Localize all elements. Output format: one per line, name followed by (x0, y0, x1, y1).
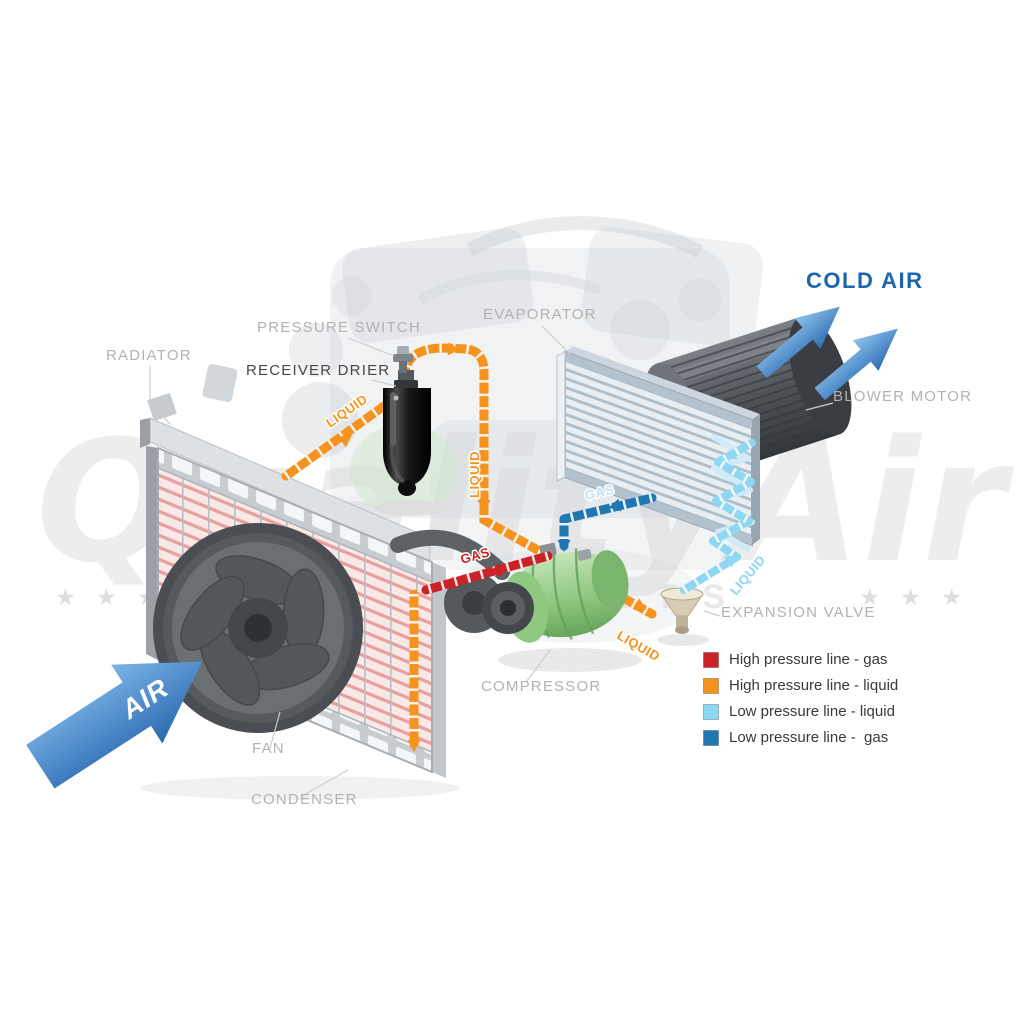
line-low-pressure-gas (559, 493, 657, 551)
receiver-drier-graphic (350, 370, 458, 516)
legend-label-lp-gas: Low pressure line - gas (729, 729, 889, 746)
legend-label-lp-liquid: Low pressure line - liquid (729, 703, 895, 720)
label-evaporator: EVAPORATOR (483, 306, 597, 323)
legend-swatch-lp-gas (703, 729, 719, 746)
label-receiver-drier: RECEIVER DRIER (246, 362, 391, 379)
evaporator-graphic (556, 346, 760, 553)
air-arrow: AIR (26, 661, 203, 789)
label-radiator: RADIATOR (106, 347, 192, 364)
fan-graphic (153, 523, 363, 733)
cold-air-text: COLD AIR (806, 268, 924, 293)
label-condenser: CONDENSER (251, 791, 358, 808)
compressor-graphic (482, 542, 642, 672)
expansion-valve-graphic (657, 587, 709, 646)
cold-air-arrows (756, 306, 898, 401)
flow-arrows (338, 342, 739, 752)
pressure-switch-graphic (393, 346, 413, 373)
legend-item-lp-liquid: Low pressure line - liquid (703, 703, 898, 720)
leader-lines (149, 325, 834, 797)
legend-item-hp-liquid: High pressure line - liquid (703, 677, 898, 694)
legend: High pressure line - gas High pressure l… (703, 651, 898, 746)
label-expansion-valve: EXPANSION VALVE (721, 604, 876, 621)
label-pressure-switch: PRESSURE SWITCH (257, 319, 421, 336)
legend-swatch-hp-gas (703, 651, 719, 668)
legend-item-hp-gas: High pressure line - gas (703, 651, 898, 668)
legend-label-hp-gas: High pressure line - gas (729, 651, 888, 668)
legend-item-lp-gas: Low pressure line - gas (703, 729, 898, 746)
radiator-graphic (140, 363, 431, 563)
legend-label-hp-liquid: High pressure line - liquid (729, 677, 899, 694)
label-compressor: COMPRESSOR (481, 678, 602, 695)
label-blower-motor: BLOWER MOTOR (833, 388, 973, 405)
legend-swatch-hp-liquid (703, 677, 719, 694)
label-fan: FAN (252, 740, 285, 757)
flow-label-liquid-2: LIQUID (467, 451, 482, 498)
legend-swatch-lp-liquid (703, 703, 719, 720)
line-low-pressure-liquid (680, 439, 760, 594)
